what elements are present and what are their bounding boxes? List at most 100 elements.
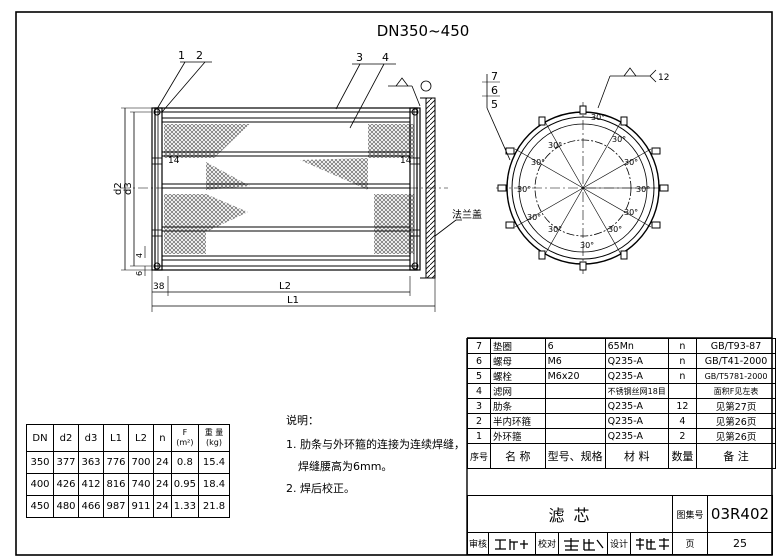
table-cell: 400 xyxy=(26,473,54,496)
part-name: 螺母 xyxy=(490,353,546,369)
table-cell: 350 xyxy=(26,451,54,474)
angle-label: 30° xyxy=(531,158,545,167)
header-cell: 重 量 (kg) xyxy=(198,424,230,452)
table-row: 450 480 466 987 911 24 1.33 21.8 xyxy=(26,495,230,518)
header-cell: 名 称 xyxy=(490,443,546,469)
table-cell: 18.4 xyxy=(198,473,230,496)
table-cell: 776 xyxy=(103,451,129,474)
mesh-panel xyxy=(368,124,414,158)
table-cell: 426 xyxy=(53,473,79,496)
signature-icon xyxy=(635,537,669,550)
mesh-panel xyxy=(300,158,368,190)
review-signature xyxy=(488,532,536,555)
table-cell: 0.8 xyxy=(170,451,200,474)
side-view: 14 14 1 2 3 4 法兰盖 d2 d3 4 6 xyxy=(113,49,482,312)
header-cell: 序号 xyxy=(466,443,492,469)
dimension-table: DN d2 d3 L1 L2 n F (m²) 重 量 (kg) 350 377… xyxy=(26,424,230,518)
part-no: 2 xyxy=(466,413,492,429)
flange-callout: 法兰盖 xyxy=(452,208,482,221)
angle-label: 30° xyxy=(580,241,594,250)
header-cell: d3 xyxy=(78,424,104,452)
part-spec: 6 xyxy=(544,338,606,354)
page-number: 25 xyxy=(707,532,773,555)
table-cell: 740 xyxy=(128,473,154,496)
drawing-name: 滤 芯 xyxy=(467,495,673,533)
header-cell: DN xyxy=(26,424,54,452)
part-material: Q235-A xyxy=(604,353,669,369)
part-qty: 12 xyxy=(667,398,698,414)
part-name: 螺栓 xyxy=(490,368,546,384)
note-item: 焊缝腰高为6mm。 xyxy=(298,460,393,473)
dim-d2: d2 xyxy=(113,182,124,195)
angle-label: 30° xyxy=(612,135,626,144)
part-remark: GB/T5781-2000 xyxy=(696,368,776,384)
part-spec xyxy=(544,428,606,444)
sheet-border xyxy=(15,11,773,556)
review-label: 审核 xyxy=(467,532,489,555)
table-cell: 1.33 xyxy=(170,495,200,518)
header-cell: L1 xyxy=(103,424,129,452)
roughness-value: 12 xyxy=(658,73,669,83)
atlas-number: 03R402 xyxy=(707,495,773,533)
part-material: 不锈钢丝网18目 xyxy=(604,383,669,399)
check-label: 校对 xyxy=(535,532,559,555)
angle-label: 30° xyxy=(624,208,638,217)
table-cell: 24 xyxy=(153,495,172,518)
mesh-panel xyxy=(206,194,248,232)
part-label-1: 1 xyxy=(178,49,185,62)
signature-icon xyxy=(564,537,604,551)
table-cell: 377 xyxy=(53,451,79,474)
notes-block: 说明： 1. 肋条与外环箍的连接为连续焊缝， 焊缝腰高为6mm。 2. 焊后校正… xyxy=(286,410,465,500)
header-cell: F (m²) xyxy=(170,424,200,452)
signature-icon xyxy=(495,538,528,550)
part-spec xyxy=(544,383,606,399)
part-no: 1 xyxy=(466,428,492,444)
angle-label: 30° xyxy=(527,213,541,222)
header-cell: L2 xyxy=(128,424,154,452)
part-name: 半内环箍 xyxy=(490,413,546,429)
part-label-6: 6 xyxy=(491,84,498,97)
table-cell: 450 xyxy=(26,495,54,518)
part-remark: GB/T93-87 xyxy=(696,338,776,354)
table-row: 4 滤网 不锈钢丝网18目 面积F见左表 xyxy=(466,383,776,399)
table-cell: 987 xyxy=(103,495,129,518)
part-spec xyxy=(544,413,606,429)
part-spec: M6 xyxy=(544,353,606,369)
part-no: 7 xyxy=(466,338,492,354)
angle-label: 30° xyxy=(548,141,562,150)
table-row: 7 垫圈 6 65Mn n GB/T93-87 xyxy=(466,338,776,354)
table-row: 5 螺栓 M6x20 Q235-A n GB/T5781-2000 xyxy=(466,368,776,384)
mesh-panel xyxy=(374,194,414,254)
table-cell: 24 xyxy=(153,473,172,496)
header-cell: 材 料 xyxy=(604,443,669,469)
part-qty: n xyxy=(667,338,698,354)
part-material: 65Mn xyxy=(604,338,669,354)
title-block: 滤 芯 图集号 03R402 审核 校对 设计 页 25 xyxy=(467,495,773,555)
part-qty: n xyxy=(667,353,698,369)
angle-label: 30° xyxy=(517,185,531,194)
table-cell: 412 xyxy=(78,473,104,496)
part-no: 3 xyxy=(466,398,492,414)
table-cell: 466 xyxy=(78,495,104,518)
table-cell: 480 xyxy=(53,495,79,518)
note-item: 2. 焊后校正。 xyxy=(286,482,355,495)
table-cell: 816 xyxy=(103,473,129,496)
mesh-panel xyxy=(206,162,250,190)
table-row: 400 426 412 816 740 24 0.95 18.4 xyxy=(26,473,230,496)
part-spec xyxy=(544,398,606,414)
mesh-panel xyxy=(214,124,250,158)
part-qty: 2 xyxy=(667,428,698,444)
part-label-2: 2 xyxy=(196,49,203,62)
part-material: Q235-A xyxy=(604,413,669,429)
part-material: Q235-A xyxy=(604,368,669,384)
angle-label: 30° xyxy=(548,225,562,234)
header-cell: n xyxy=(153,424,172,452)
part-qty: 4 xyxy=(667,413,698,429)
header-cell: 型号、规格 xyxy=(544,443,606,469)
part-label-4: 4 xyxy=(382,51,389,64)
design-signature xyxy=(630,532,673,555)
part-no: 5 xyxy=(466,368,492,384)
table-cell: 15.4 xyxy=(198,451,230,474)
header-cell: d2 xyxy=(53,424,79,452)
